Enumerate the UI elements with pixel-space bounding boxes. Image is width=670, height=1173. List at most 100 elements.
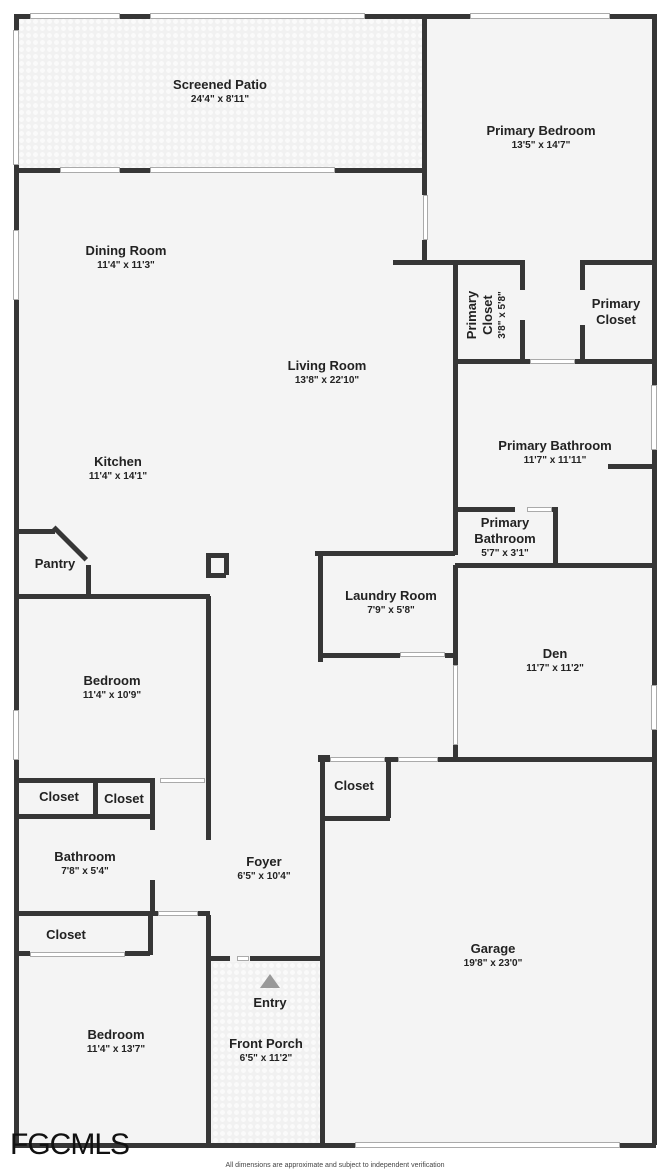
room-name: Entry [253, 995, 287, 1010]
room-entry: Entry [253, 995, 286, 1011]
room-dims: 7'8" x 5'4" [61, 866, 109, 877]
room-name: Bedroom [83, 673, 141, 688]
wall [580, 260, 585, 290]
window [237, 956, 249, 961]
window [355, 1142, 620, 1148]
window [13, 30, 19, 165]
window [30, 952, 125, 957]
wall [14, 14, 19, 1145]
room-dims: 13'8" x 22'10" [294, 375, 360, 386]
patio-floor [18, 18, 424, 170]
room-name: Closet [39, 789, 79, 804]
wall [206, 596, 211, 840]
room-name: Kitchen [94, 454, 142, 469]
window [158, 911, 198, 916]
window [13, 230, 19, 300]
wall [315, 551, 455, 556]
wall [206, 573, 226, 578]
wall [206, 553, 211, 575]
wall [422, 14, 427, 195]
wall [553, 507, 558, 565]
room-name: Dining Room [85, 243, 167, 258]
wall [453, 565, 458, 665]
room-name: Primary [480, 515, 530, 530]
window [30, 13, 120, 19]
room-dims: 11'4" x 11'3" [97, 260, 155, 271]
wall [320, 757, 325, 1145]
room-living: Living Room 13'8" x 22'10" [288, 358, 367, 388]
room-name: Bathroom [474, 531, 536, 546]
window [150, 167, 335, 173]
room-dims: 7'9" x 5'8" [367, 605, 415, 616]
room-dims: 6'5" x 10'4" [237, 871, 291, 882]
room-name: Foyer [246, 854, 282, 869]
wall [14, 529, 55, 534]
wall [250, 956, 320, 961]
room-name: Living Room [287, 358, 367, 373]
room-screened-patio: Screened Patio 24'4" x 8'11" [173, 77, 267, 107]
wall [14, 911, 160, 916]
room-closet-a: Closet [39, 789, 79, 805]
entry-arrow-icon [260, 974, 280, 988]
wall [14, 594, 210, 599]
wall [206, 553, 226, 558]
room-foyer: Foyer 6'5" x 10'4" [237, 854, 290, 884]
wall [150, 880, 155, 913]
window [160, 778, 205, 783]
disclaimer: All dimensions are approximate and subje… [225, 1162, 445, 1169]
wall [318, 757, 656, 762]
room-closet-c: Closet [334, 778, 374, 794]
wall [580, 325, 585, 360]
room-name: Pantry [34, 556, 76, 571]
room-dims: 5'7" x 3'1" [481, 548, 529, 559]
wall [608, 464, 656, 469]
window [400, 652, 445, 657]
room-dims: 3'8" x 5'8" [497, 291, 508, 339]
room-dims: 24'4" x 8'11" [190, 94, 250, 105]
wall [14, 814, 155, 819]
room-dims: 11'4" x 14'1" [88, 471, 148, 482]
floor-area [14, 14, 656, 1145]
window [150, 13, 365, 19]
room-name: Closet [596, 312, 636, 327]
wall [14, 951, 30, 956]
wall [652, 14, 657, 1145]
room-closet-b: Closet [104, 791, 144, 807]
window [527, 507, 552, 512]
wall [520, 260, 525, 290]
wall [86, 565, 91, 596]
room-name: Closet [334, 778, 374, 793]
room-name: Primary Bedroom [486, 123, 596, 138]
room-dims: 11'7" x 11'2" [526, 663, 584, 674]
window [470, 13, 610, 19]
wall [195, 911, 210, 916]
room-name: Garage [470, 941, 516, 956]
window [330, 757, 385, 762]
room-closet-d: Closet [46, 927, 86, 943]
room-name: Primary [591, 296, 641, 311]
window [13, 710, 19, 760]
room-name: Screened Patio [173, 77, 267, 92]
wall [422, 240, 427, 262]
wall [393, 260, 525, 265]
room-pantry: Pantry [35, 556, 75, 572]
room-name: Closet [480, 295, 495, 335]
wall [14, 1143, 656, 1148]
room-name: Front Porch [229, 1036, 303, 1051]
mls-logo: FGCMLS [10, 1128, 130, 1161]
room-name: Bedroom [87, 1027, 145, 1042]
wall [206, 915, 211, 1145]
wall [148, 911, 153, 955]
window [651, 385, 657, 450]
room-kitchen: Kitchen 11'4" x 14'1" [89, 454, 147, 484]
wall [386, 757, 391, 818]
